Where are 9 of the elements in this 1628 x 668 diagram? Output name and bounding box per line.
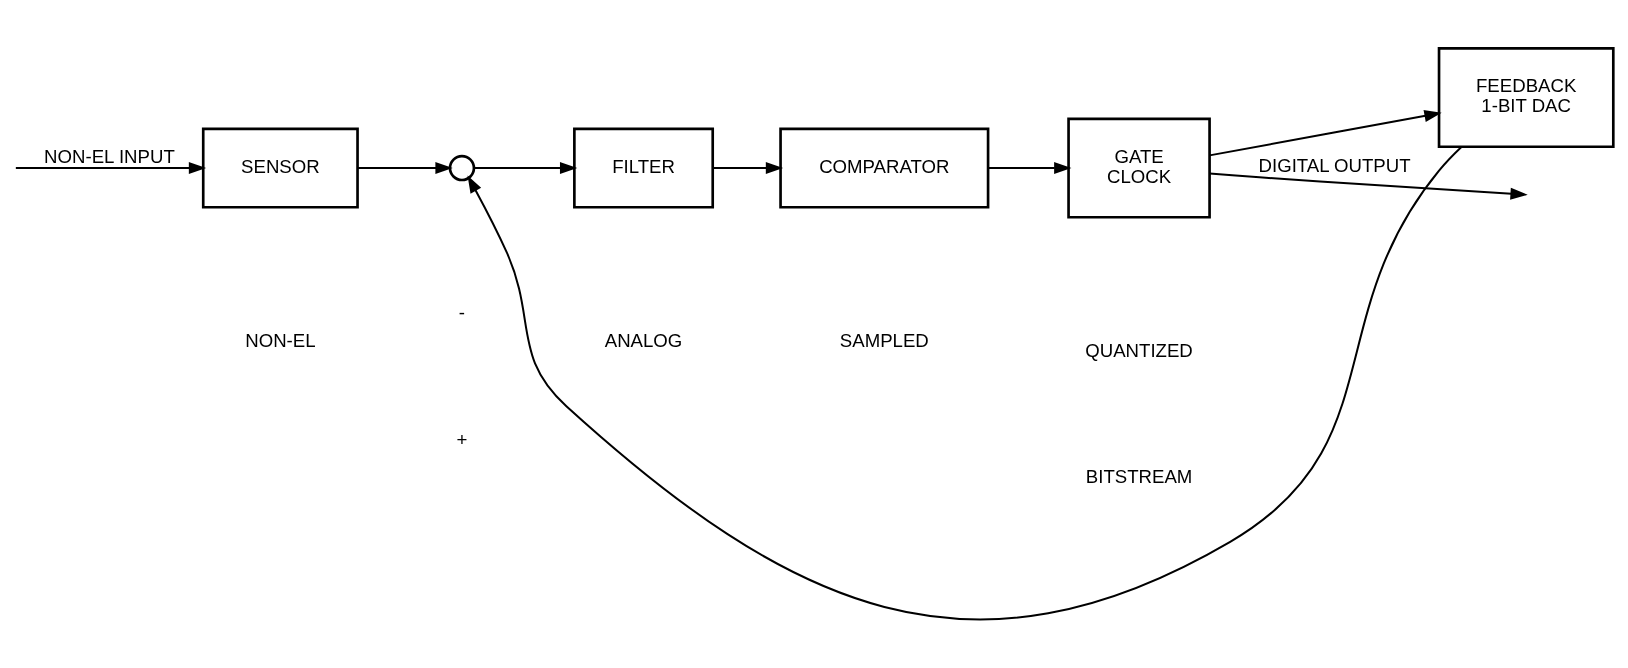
edge-label: NON-EL INPUT <box>44 145 175 167</box>
label: + <box>456 428 468 450</box>
label: NON-EL <box>245 330 316 352</box>
label: - <box>458 302 466 324</box>
edge-label: DIGITAL OUTPUT <box>1258 155 1411 177</box>
label: SAMPLED <box>839 330 929 352</box>
label: BITSTREAM <box>1085 465 1193 487</box>
label: ANALOG <box>604 330 683 352</box>
label: QUANTIZED <box>1085 339 1193 361</box>
